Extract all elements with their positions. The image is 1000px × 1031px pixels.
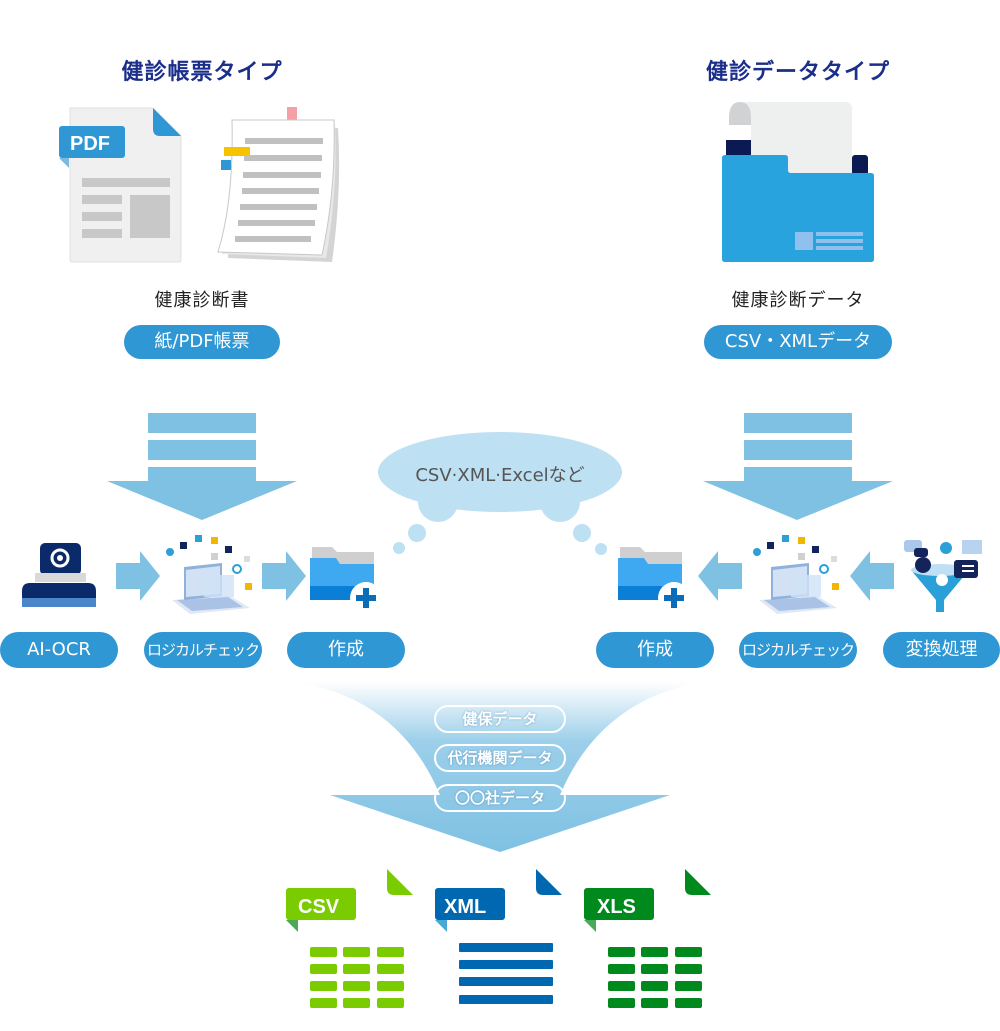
merge-arrow xyxy=(298,682,702,852)
merge-item-company-data: 〇〇社データ xyxy=(434,784,566,812)
xls-file-icon: XLS xyxy=(584,869,711,1008)
step-logical-check-left: ロジカルチェック xyxy=(144,632,262,668)
xls-badge-label: XLS xyxy=(597,896,636,918)
left-flow-arrow-1 xyxy=(116,551,160,601)
left-flow-arrow-2 xyxy=(262,551,306,601)
xml-lines xyxy=(459,943,553,1004)
right-format-pill: CSV・XMLデータ xyxy=(704,325,892,359)
left-down-arrow xyxy=(107,413,297,520)
csv-grid xyxy=(310,947,404,1008)
right-down-arrow xyxy=(703,413,893,520)
scanner-icon xyxy=(22,543,96,607)
right-flow-arrow-1 xyxy=(698,551,742,601)
merge-item-agency-data: 代行機関データ xyxy=(434,744,566,772)
step-logical-check-right: ロジカルチェック xyxy=(739,632,857,668)
paper-document-icon xyxy=(217,107,340,262)
step-conversion: 変換処理 xyxy=(883,632,1000,668)
laptop-check-icon-right xyxy=(753,535,839,614)
step-create-right: 作成 xyxy=(596,632,714,668)
csv-badge-label: CSV xyxy=(298,896,340,918)
right-flow-arrow-2 xyxy=(850,551,894,601)
step-ai-ocr: AI-OCR xyxy=(0,632,118,668)
right-caption: 健康診断データ xyxy=(731,290,865,311)
right-section-heading: 健診データタイプ xyxy=(705,60,890,85)
xml-file-icon: XML xyxy=(435,869,562,1004)
format-thought-cloud xyxy=(378,432,622,555)
data-folder-icon xyxy=(722,102,874,262)
pdf-document-icon: PDF xyxy=(59,107,182,263)
left-format-pill: 紙/PDF帳票 xyxy=(124,325,280,359)
cloud-text: CSV·XML·Excelなど xyxy=(415,465,585,486)
step-create-left: 作成 xyxy=(287,632,405,668)
merge-item-insurance-data: 健保データ xyxy=(434,705,566,733)
folder-add-icon xyxy=(310,547,382,614)
csv-file-icon: CSV xyxy=(286,869,413,1008)
pdf-badge-label: PDF xyxy=(70,133,110,155)
left-caption: 健康診断書 xyxy=(154,290,250,311)
left-section-heading: 健診帳票タイプ xyxy=(121,60,283,85)
xls-grid xyxy=(608,947,702,1008)
xml-badge-label: XML xyxy=(444,896,486,918)
laptop-check-icon xyxy=(166,535,252,614)
funnel-icon xyxy=(904,540,982,612)
folder-add-icon-right xyxy=(618,547,690,614)
